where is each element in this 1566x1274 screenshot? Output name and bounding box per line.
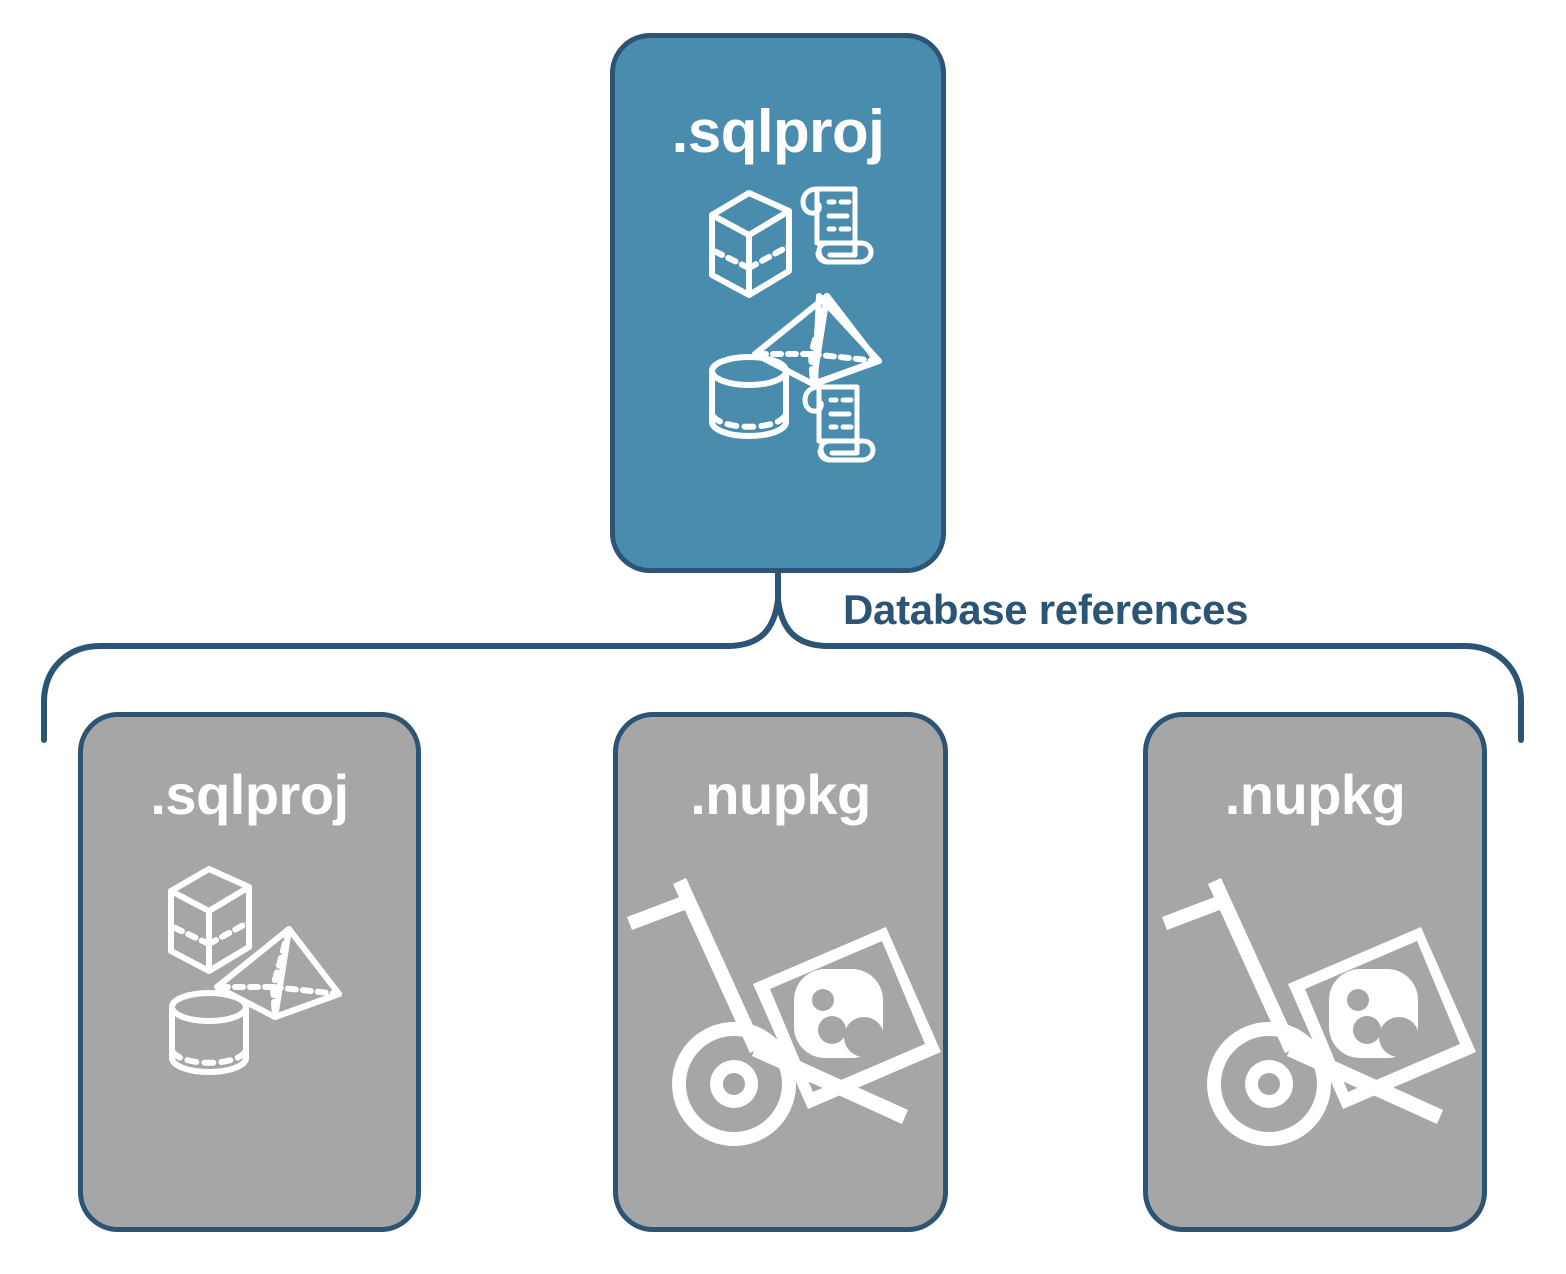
node-reference-sqlproj-label: .sqlproj — [150, 763, 349, 826]
node-reference-nupkg-1[interactable]: .nupkg — [613, 712, 948, 1232]
cube-icon — [168, 866, 252, 974]
node-root-label: .sqlproj — [671, 98, 885, 165]
cylinder-icon — [169, 990, 249, 1075]
hand-truck-package-icon-cutouts — [812, 989, 884, 1057]
hand-truck-package-icon — [627, 878, 941, 1146]
node-reference-nupkg-1-label: .nupkg — [690, 763, 871, 826]
hand-truck-package-icon — [1162, 878, 1476, 1146]
node-reference-nupkg-2[interactable]: .nupkg — [1143, 712, 1487, 1232]
cylinder-icon — [709, 354, 789, 439]
pyramid-icon — [214, 926, 342, 1020]
scroll-icon — [802, 384, 876, 463]
node-root-sqlproj[interactable]: .sqlproj — [610, 33, 946, 573]
brace-label: Database references — [843, 586, 1249, 633]
scroll-icon — [800, 186, 874, 265]
hand-truck-package-icon-cutouts — [1347, 989, 1419, 1057]
pyramid-icon — [752, 293, 882, 387]
node-reference-sqlproj[interactable]: .sqlproj — [78, 712, 421, 1232]
cube-icon — [709, 190, 792, 298]
node-reference-nupkg-2-label: .nupkg — [1224, 763, 1406, 826]
